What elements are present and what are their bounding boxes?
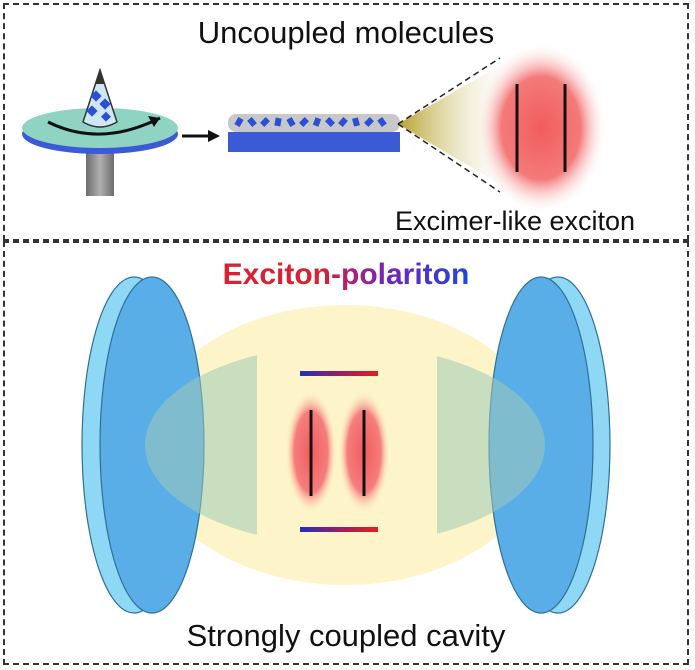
top-panel-caption: Excimer-like exciton: [395, 206, 636, 236]
coupled-cavity-panel: Exciton-polariton Strongly coupled cavit…: [3, 241, 689, 665]
uncoupled-panel: Uncoupled molecules Excimer-like exciton: [3, 3, 689, 241]
exciton-polariton-title-text: Exciton-polariton: [222, 258, 470, 291]
bottom-panel-caption: Strongly coupled cavity: [186, 618, 506, 653]
top-panel-title: Uncoupled molecules: [197, 15, 495, 50]
left-mirror-icon: [81, 276, 205, 614]
process-arrow-icon: [182, 130, 220, 142]
bottom-panel-title: Exciton-polariton: [5, 258, 687, 292]
film-substrate-icon: [228, 114, 400, 152]
coupled-exciton-right-icon: [338, 390, 390, 514]
lower-polariton-level: [300, 527, 378, 532]
upper-polariton-level: [300, 371, 378, 376]
excimer-exciton-icon: [475, 42, 607, 214]
spin-coater-icon: [22, 108, 178, 196]
coupled-exciton-left-icon: [285, 390, 337, 514]
dropper-icon: [82, 67, 118, 128]
